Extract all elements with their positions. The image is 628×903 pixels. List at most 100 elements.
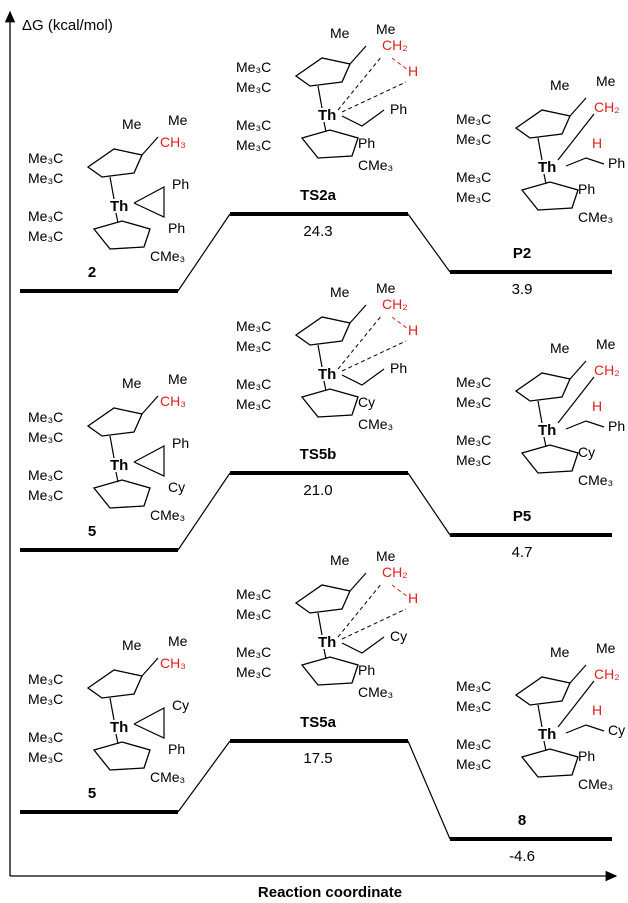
ts-me-left: Me [330,284,350,300]
ts-dashed-bond-1 [337,582,383,638]
product-upper-cp-ring [514,372,571,402]
ts-dashed-bond-3 [341,81,407,113]
ts-th-atom: Th [318,107,336,124]
reactant-me3c-4: Me₃C [28,749,63,765]
ts-dashed-bond-2 [391,584,409,598]
ts-bridge-bond [349,572,367,592]
product-lower-cp-ring [520,444,579,474]
ts-me3c-4: Me₃C [236,664,271,680]
ts-me3c-3: Me₃C [236,376,271,392]
ts-me3c-2: Me₃C [236,606,271,622]
reactant-me-left: Me [122,116,142,132]
ts-sub-top: Ph [390,360,407,376]
product-cme3: CMe₃ [578,776,613,792]
reactant-lower-cp-ring [92,220,151,250]
ts-cme3: CMe₃ [358,684,393,700]
product-bridge-bond [569,97,587,117]
product-me-left: Me [550,77,570,93]
ts-me-right: Me [376,280,396,296]
reactant-th-lower-bond [115,471,119,483]
reactant-me-left: Me [122,375,142,391]
reactant-alkyne-ring [133,186,165,218]
reactant-me3c-1: Me₃C [28,409,63,425]
y-axis-title: ΔG (kcal/mol) [22,17,113,34]
reactant-sub-top: Cy [172,697,189,713]
ts-vinyl-bond [341,368,385,386]
ts-dashed-bond-2 [391,57,409,71]
product-ch2-group: CH₂ [594,362,620,378]
reactant-bridge-bond [141,136,159,156]
reactant-ch3-group: CH₃ [160,393,186,409]
connector-up [177,472,231,551]
reactant-me-right: Me [168,112,188,128]
product-me3c-3: Me₃C [456,432,491,448]
connector-up [177,213,231,292]
ts-label: TS5b [300,446,337,463]
ts-th-atom: Th [318,634,336,651]
ts-th-lower-bond [323,380,327,392]
product-sub-top: Ph [608,418,625,434]
product-me3c-3: Me₃C [456,736,491,752]
ts-sub-top: Cy [390,628,407,644]
connector-down [407,213,451,273]
product-me3c-2: Me₃C [456,698,491,714]
reactant-me3c-2: Me₃C [28,691,63,707]
reactant-me3c-3: Me₃C [28,467,63,483]
product-me-left: Me [550,340,570,356]
product-vinyl-bond [565,420,605,430]
reactant-me-left: Me [122,637,142,653]
product-lower-cp-ring [520,748,579,778]
connector-up [177,740,231,813]
product-energy: 4.7 [512,544,533,561]
product-cyclo-bond [557,376,595,424]
reactant-lower-cp-ring [92,741,151,771]
ts-lower-cp-ring [300,129,359,159]
product-label: P2 [513,245,531,262]
product-me3c-3: Me₃C [456,169,491,185]
product-h-atom: H [592,135,602,151]
ts-lower-cp-ring [300,388,359,418]
connector-down [407,740,451,840]
reactant-cme3: CMe₃ [150,248,185,264]
ts-h-atom: H [408,590,418,606]
ts-th-lower-bond [323,648,327,660]
reactant-bridge-bond [141,395,159,415]
ts-me3c-1: Me₃C [236,586,271,602]
product-label: 8 [518,812,526,829]
ts-bridge-bond [349,304,367,324]
product-h-atom: H [592,398,602,414]
ts-me-left: Me [330,25,350,41]
ts-h-atom: H [408,322,418,338]
product-me-right: Me [596,73,616,89]
reactant-th-lower-bond [115,733,119,745]
ts-cme3: CMe₃ [358,416,393,432]
reactant-label: 5 [88,785,96,802]
ts-energy: 21.0 [303,482,332,499]
product-upper-cp-ring [514,109,571,139]
product-cyclo-bond [557,680,595,728]
product-th-lower-bond [543,740,547,752]
ts-upper-cp-ring [294,584,351,614]
reactant-cme3: CMe₃ [150,769,185,785]
reactant-me-right: Me [168,371,188,387]
reactant-cme3: CMe₃ [150,507,185,523]
reactant-me3c-3: Me₃C [28,729,63,745]
ts-dashed-bond-1 [337,55,383,111]
ts-ch2-group: CH₂ [382,564,408,580]
ts-upper-cp-ring [294,57,351,87]
ts-me-right: Me [376,21,396,37]
product-bridge-bond [569,664,587,684]
product-cyclo-bond [557,113,595,161]
product-vinyl-bond [565,724,605,734]
product-me3c-1: Me₃C [456,374,491,390]
product-th-lower-bond [543,436,547,448]
ts-ch2-group: CH₂ [382,296,408,312]
product-me3c-4: Me₃C [456,189,491,205]
ts-me3c-3: Me₃C [236,117,271,133]
reactant-th-lower-bond [115,212,119,224]
product-sub-bottom: Cy [578,444,595,460]
product-sub-top: Cy [608,722,625,738]
product-th-atom: Th [538,159,556,176]
